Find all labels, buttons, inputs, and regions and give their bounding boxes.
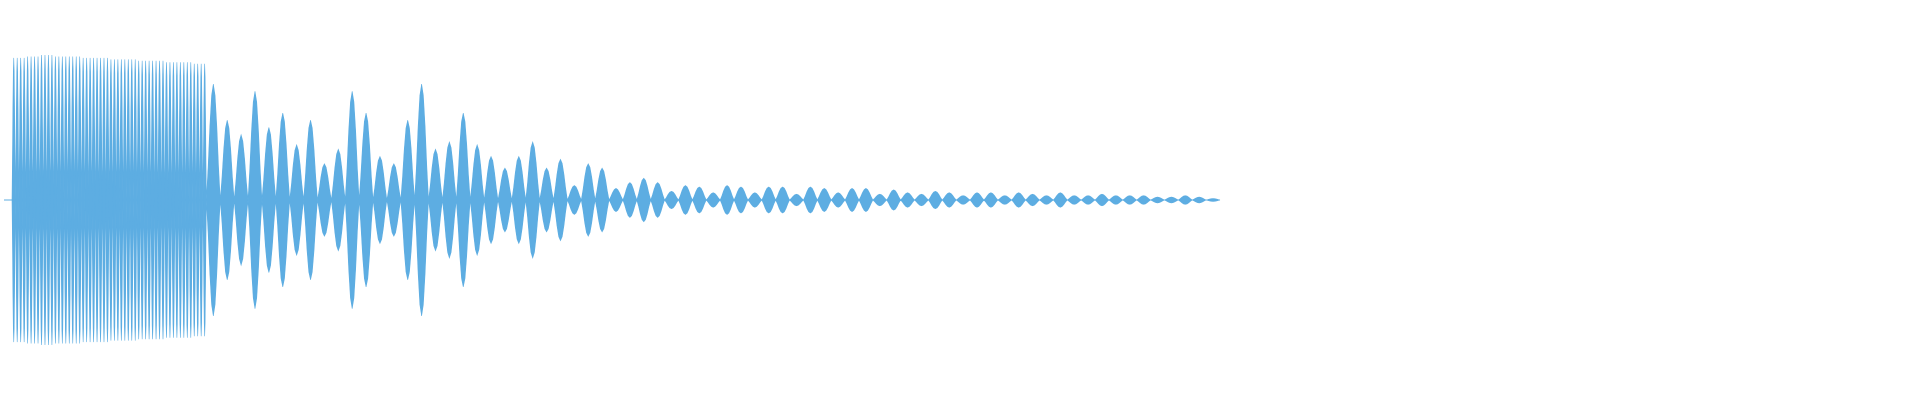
audio-waveform-icon [11, 54, 1221, 346]
